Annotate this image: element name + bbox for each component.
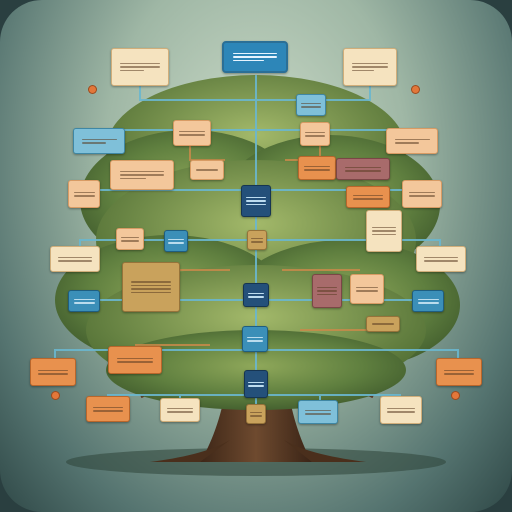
pin-icon <box>52 392 59 399</box>
node-left-inner-2 <box>173 120 211 146</box>
pin-icon <box>412 86 419 93</box>
node-far-right-4 <box>416 246 466 272</box>
node-left-6 <box>108 346 162 374</box>
node-far-left-4 <box>50 246 100 272</box>
root-node <box>222 41 288 73</box>
node-far-right-3 <box>402 180 442 208</box>
trunk-node-6 <box>246 404 266 424</box>
node-left-inner-4 <box>164 230 188 252</box>
node-right-inner-3 <box>298 156 336 180</box>
node-bottom-1 <box>86 396 130 422</box>
node-right-small-5 <box>366 316 400 332</box>
top-right-node <box>343 48 397 86</box>
node-right-inner-2 <box>300 122 330 146</box>
node-left-4 <box>116 228 144 250</box>
node-far-left-5 <box>68 290 100 312</box>
node-right-4 <box>366 210 402 252</box>
node-left-inner-3 <box>190 160 224 180</box>
node-far-right-5 <box>412 290 444 312</box>
trunk-node-5 <box>244 370 268 398</box>
node-right-3 <box>336 158 390 180</box>
building-node <box>122 262 180 312</box>
node-right-orange-3 <box>346 186 390 208</box>
trunk-node-1 <box>241 185 271 217</box>
node-far-right-6 <box>436 358 482 386</box>
trunk-node-3 <box>243 283 269 307</box>
node-left-3 <box>110 160 174 190</box>
node-bottom-4 <box>380 396 422 424</box>
node-far-left-3 <box>68 180 100 208</box>
trunk-node-4 <box>242 326 268 352</box>
node-bottom-3 <box>298 400 338 424</box>
node-right-2 <box>386 128 438 154</box>
node-right-inner-5 <box>312 274 342 308</box>
top-left-node <box>111 48 169 86</box>
node-bottom-2 <box>160 398 200 422</box>
pin-icon <box>452 392 459 399</box>
node-right-5 <box>350 274 384 304</box>
node-far-left-6 <box>30 358 76 386</box>
trunk-node-2 <box>247 230 267 250</box>
node-icon-box <box>296 94 326 116</box>
node-left-2 <box>73 128 125 154</box>
pin-icon <box>89 86 96 93</box>
